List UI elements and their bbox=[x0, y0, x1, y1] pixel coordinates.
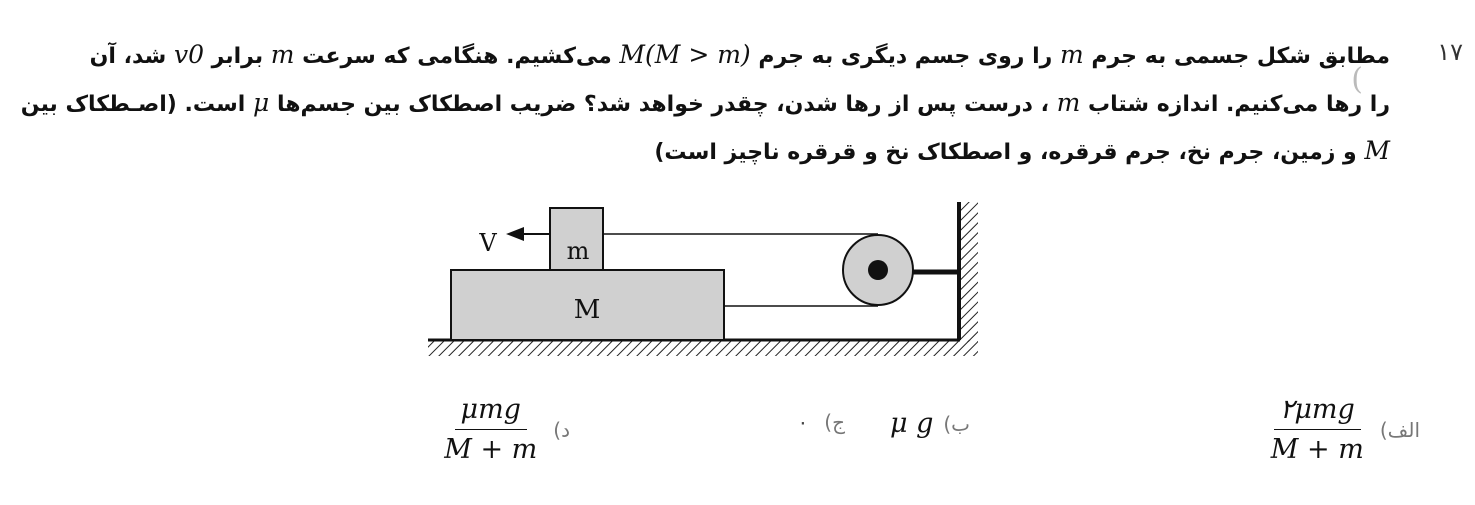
velocity-arrow-head bbox=[506, 227, 524, 241]
option-c-value: ۰ bbox=[797, 410, 809, 434]
text-segment: را رها می‌کنیم. اندازه شتاب bbox=[1088, 92, 1390, 117]
text-segment: است. (اصـطکاک بین bbox=[20, 92, 246, 117]
option-a-fraction: ۲μmg M + m bbox=[1265, 394, 1370, 465]
wall-hatch bbox=[960, 202, 978, 342]
option-d[interactable]: د) μmg M + m bbox=[438, 394, 570, 465]
large-block bbox=[450, 269, 725, 341]
text-segment: می‌کشیم. هنگامی که سرعت bbox=[302, 44, 612, 69]
option-a-label: الف) bbox=[1379, 417, 1420, 442]
option-d-fraction: μmg M + m bbox=[438, 394, 543, 465]
math-mu: μ bbox=[253, 88, 270, 117]
text-segment: را روی جسم دیگری به جرم bbox=[758, 44, 1053, 69]
question-text: مطابق شکل جسمی به جرم m را روی جسم دیگری… bbox=[20, 32, 1390, 176]
fraction-denominator: M + m bbox=[1270, 434, 1364, 465]
option-c[interactable]: ج) ۰ bbox=[798, 410, 845, 434]
small-block bbox=[549, 207, 604, 271]
question-line-3: M و زمین، جرم نخ، جرم قرقره، و اصطکاک نخ… bbox=[20, 128, 1390, 176]
math-m: m bbox=[1056, 88, 1081, 117]
large-block-label: M bbox=[574, 295, 601, 325]
math-v0: v0 bbox=[173, 40, 204, 69]
option-b-label: ب) bbox=[943, 411, 970, 436]
text-segment: و زمین، جرم نخ، جرم قرقره، و اصطکاک نخ و… bbox=[654, 140, 1357, 165]
velocity-label: V bbox=[478, 229, 497, 257]
fraction-numerator: ۲μmg bbox=[1273, 394, 1361, 430]
option-d-label: د) bbox=[553, 417, 570, 442]
text-segment: شد، آن bbox=[89, 44, 167, 69]
small-block-label: m bbox=[567, 237, 590, 265]
text-segment: ، درست پس از رها شدن، چقدر خواهد شد؟ ضری… bbox=[276, 92, 1049, 117]
fraction-denominator: M + m bbox=[444, 434, 538, 465]
option-c-label: ج) bbox=[824, 410, 845, 434]
option-b-expression: μ g bbox=[889, 408, 934, 439]
margin-mark: ( bbox=[1351, 62, 1363, 97]
option-b[interactable]: ب) μ g bbox=[890, 408, 970, 439]
math-M: M bbox=[1364, 136, 1390, 165]
physics-diagram: M m V bbox=[428, 202, 978, 356]
math-condition: M(M > m) bbox=[619, 40, 751, 69]
question-number: ۱۷ bbox=[1437, 38, 1463, 66]
text-segment: مطابق شکل جسمی به جرم bbox=[1091, 44, 1390, 69]
fraction-numerator: μmg bbox=[454, 394, 527, 430]
question-line-1: مطابق شکل جسمی به جرم m را روی جسم دیگری… bbox=[20, 32, 1390, 80]
pulley-axle bbox=[868, 260, 888, 280]
question-line-2: را رها می‌کنیم. اندازه شتاب m ، درست پس … bbox=[20, 80, 1390, 128]
text-segment: برابر bbox=[211, 44, 264, 69]
math-m: m bbox=[1059, 40, 1084, 69]
option-a[interactable]: الف) ۲μmg M + m bbox=[1265, 394, 1420, 465]
ground-hatch bbox=[428, 340, 978, 356]
math-m: m bbox=[270, 40, 295, 69]
